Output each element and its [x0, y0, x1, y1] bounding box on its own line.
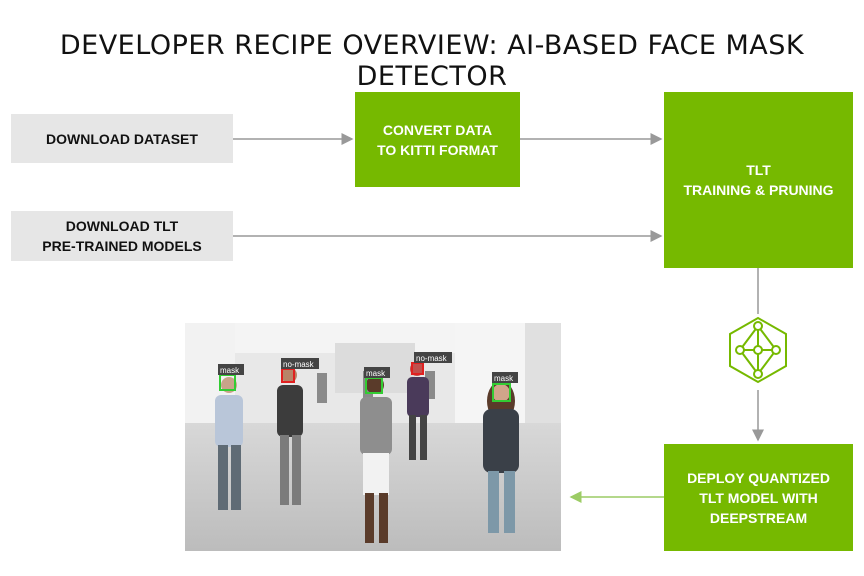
detection-label-3: mask — [366, 369, 386, 378]
detection-label-5: mask — [494, 374, 514, 383]
step-deploy-label: DEPLOY QUANTIZED TLT MODEL WITH DEEPSTRE… — [687, 469, 830, 526]
detection-label-1: mask — [220, 366, 240, 375]
step-tlt-training: TLT TRAINING & PRUNING — [664, 92, 853, 268]
diagram-title: DEVELOPER RECIPE OVERVIEW: AI-BASED FACE… — [59, 30, 805, 92]
step-tlt-training-label: TLT TRAINING & PRUNING — [683, 162, 834, 198]
step-deploy: DEPLOY QUANTIZED TLT MODEL WITH DEEPSTRE… — [664, 444, 853, 551]
step-convert-data-label: CONVERT DATA TO KITTI FORMAT — [377, 121, 498, 158]
step-download-dataset: DOWNLOAD DATASET — [11, 114, 233, 163]
step-download-models: DOWNLOAD TLT PRE-TRAINED MODELS — [11, 211, 233, 261]
detection-label-2: no-mask — [283, 360, 315, 369]
detection-label-4: no-mask — [416, 354, 448, 363]
step-download-models-label: DOWNLOAD TLT PRE-TRAINED MODELS — [42, 218, 202, 254]
detection-video-frame: mask no-mask mask no-mask mask — [185, 323, 561, 551]
step-convert-data: CONVERT DATA TO KITTI FORMAT — [355, 92, 520, 187]
person-4 — [407, 362, 429, 460]
person-3 — [360, 376, 392, 543]
step-download-dataset-label: DOWNLOAD DATASET — [46, 130, 198, 147]
detection-box-5 — [492, 383, 511, 402]
neural-network-icon — [729, 316, 787, 384]
